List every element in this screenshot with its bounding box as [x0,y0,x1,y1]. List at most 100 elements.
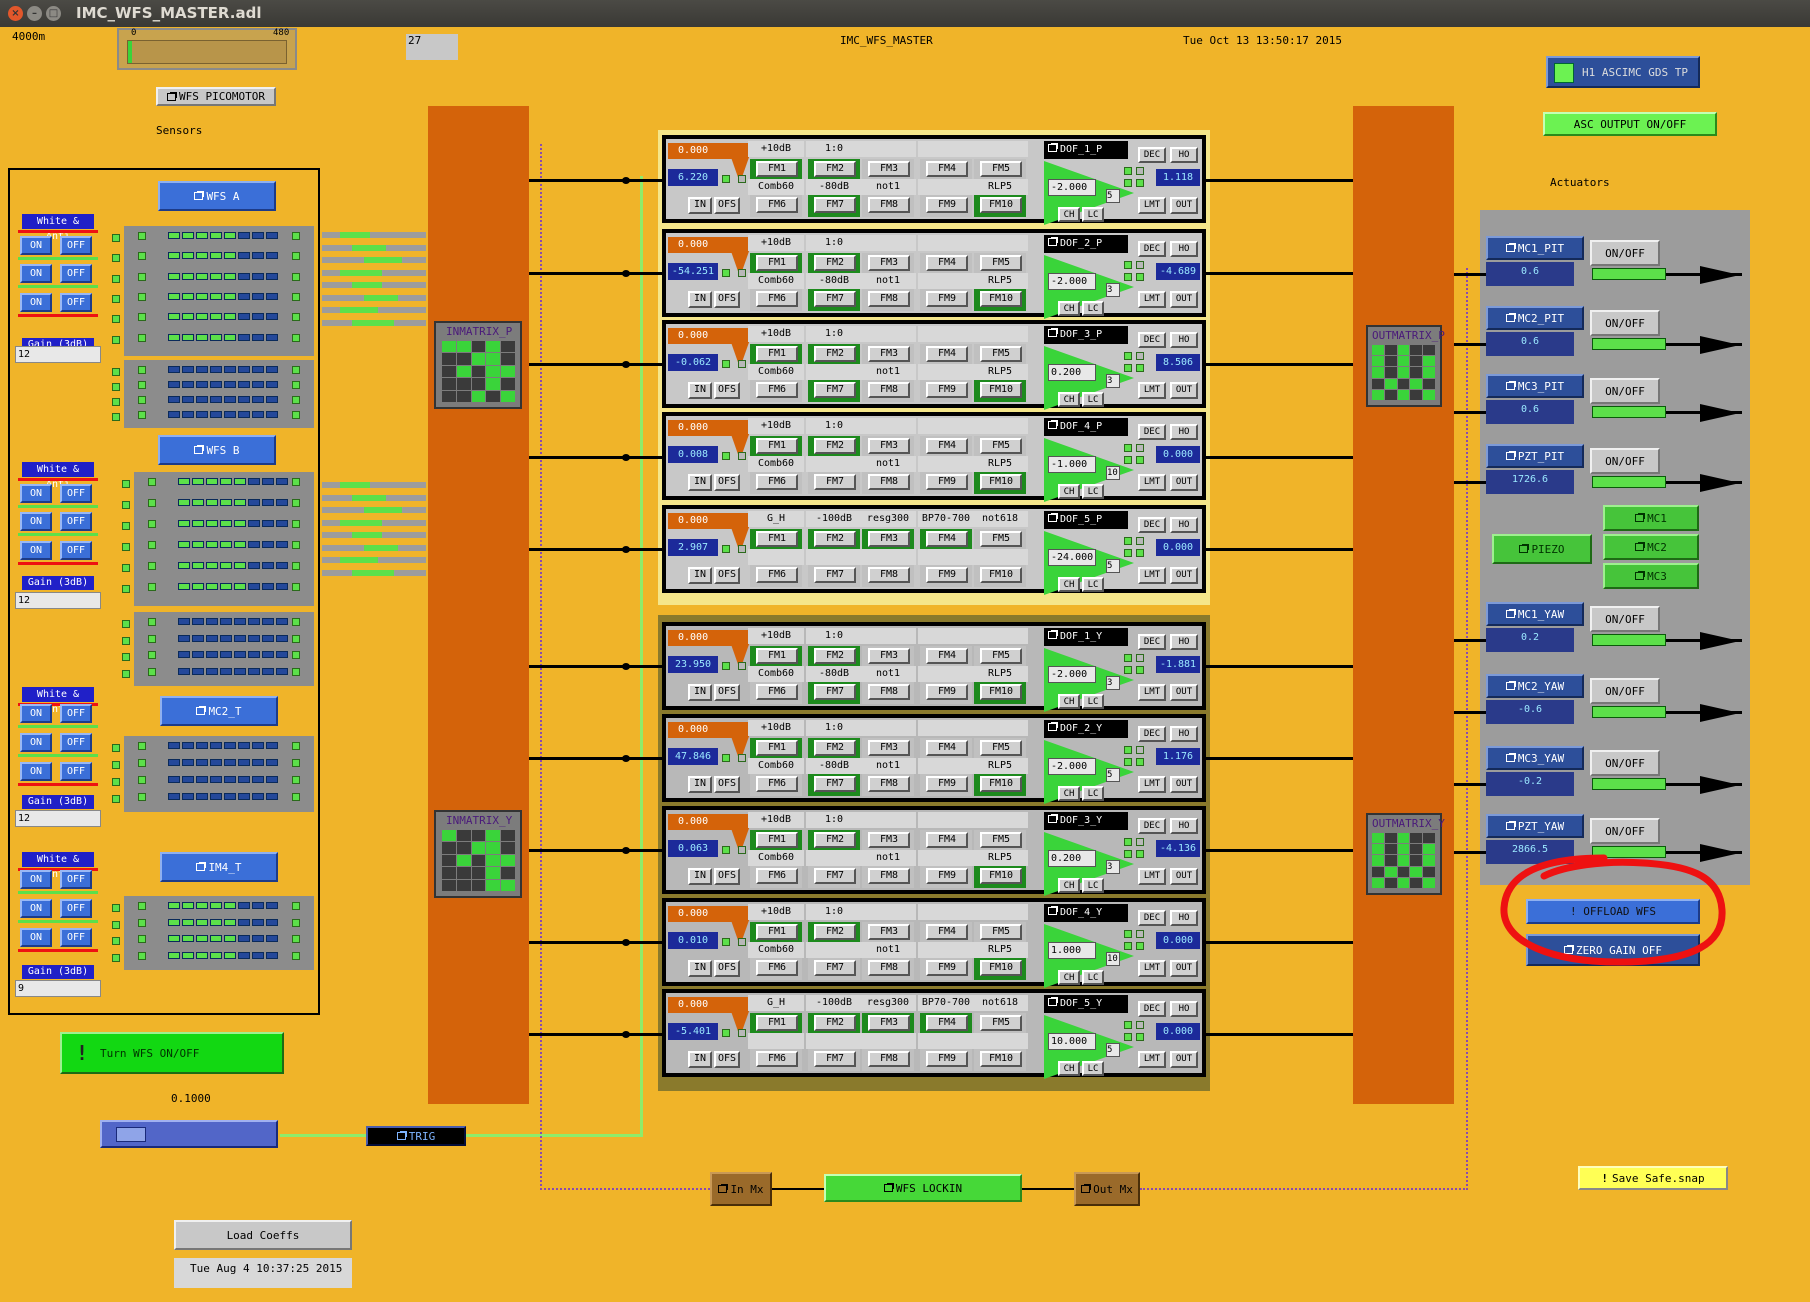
input-switch[interactable]: IN [688,197,712,214]
input-switch[interactable]: IN [688,776,712,793]
fm-3-button[interactable]: FM3 [868,346,910,362]
gain-field[interactable]: 1.000 [1048,942,1096,959]
fm-2-button[interactable]: FM2 [814,832,856,848]
fm-4-button[interactable]: FM4 [926,346,968,362]
lc-button[interactable]: LC [1082,970,1104,985]
fm-3-button[interactable]: FM3 [868,832,910,848]
ch-button[interactable]: CH [1058,786,1080,801]
fm-9-button[interactable]: FM9 [926,291,968,307]
gain-field[interactable]: 12 [15,346,101,363]
dof-name[interactable]: DOF_1_P [1044,141,1128,159]
trig-button[interactable]: TRIG [366,1126,466,1146]
actuator-onoff-button[interactable]: ON/OFF [1590,606,1660,632]
whitening-on-button[interactable]: ON [20,870,52,889]
fm-9-button[interactable]: FM9 [926,474,968,490]
fm-2-button[interactable]: FM2 [814,740,856,756]
whitening-on-button[interactable]: ON [20,928,52,947]
fm-5-button[interactable]: FM5 [980,924,1022,940]
ramp-field[interactable]: 5 [1106,768,1120,782]
ramp-field[interactable]: 5 [1106,1043,1120,1057]
input-switch[interactable]: IN [688,291,712,308]
turn-wfs-onoff-button[interactable]: !Turn WFS ON/OFF [60,1032,284,1074]
mc2-button[interactable]: MC2 [1603,534,1699,560]
gain-field[interactable]: -2.000 [1048,758,1096,775]
wfs-lockin-button[interactable]: WFS LOCKIN [824,1174,1022,1202]
actuator-onoff-button[interactable]: ON/OFF [1590,678,1660,704]
fm-2-button[interactable]: FM2 [814,531,856,547]
lc-button[interactable]: LC [1082,484,1104,499]
fm-7-button[interactable]: FM7 [814,382,856,398]
ch-button[interactable]: CH [1058,1061,1080,1076]
gain-field[interactable]: 12 [15,810,101,827]
save-safe-button[interactable]: !Save Safe.snap [1578,1166,1728,1190]
fm-5-button[interactable]: FM5 [980,1015,1022,1031]
lc-button[interactable]: LC [1082,694,1104,709]
gain-field[interactable]: -24.000 [1048,549,1096,566]
dof-name[interactable]: DOF_3_P [1044,326,1128,344]
ch-button[interactable]: CH [1058,577,1080,592]
in-mx-button[interactable]: In Mx [710,1172,772,1206]
whitening-on-button[interactable]: ON [20,484,52,503]
out-button[interactable]: OUT [1170,776,1198,793]
dof-name[interactable]: DOF_3_Y [1044,812,1128,830]
dec-button[interactable]: DEC [1138,726,1166,742]
ramp-field[interactable]: 3 [1106,283,1120,297]
gain-field[interactable]: 9 [15,980,101,997]
fm-8-button[interactable]: FM8 [868,567,910,583]
ramp-field[interactable]: 3 [1106,676,1120,690]
limit-button[interactable]: LMT [1138,567,1166,584]
whitening-off-button[interactable]: OFF [60,293,92,312]
fm-5-button[interactable]: FM5 [980,740,1022,756]
fm-6-button[interactable]: FM6 [756,960,798,976]
whitening-off-button[interactable]: OFF [60,899,92,918]
ch-button[interactable]: CH [1058,207,1080,222]
fm-4-button[interactable]: FM4 [926,438,968,454]
fm-7-button[interactable]: FM7 [814,197,856,213]
offset-switch[interactable]: OFS [714,960,740,977]
fm-9-button[interactable]: FM9 [926,1051,968,1067]
fm-4-button[interactable]: FM4 [926,1015,968,1031]
ho-button[interactable]: HO [1170,147,1198,163]
whitening-on-button[interactable]: ON [20,236,52,255]
fm-6-button[interactable]: FM6 [756,474,798,490]
fm-9-button[interactable]: FM9 [926,684,968,700]
fm-5-button[interactable]: FM5 [980,531,1022,547]
out-button[interactable]: OUT [1170,1051,1198,1068]
ch-button[interactable]: CH [1058,484,1080,499]
fm-8-button[interactable]: FM8 [868,474,910,490]
sensor-mc2-t-button[interactable]: MC2_T [160,696,278,726]
ho-button[interactable]: HO [1170,818,1198,834]
fm-6-button[interactable]: FM6 [756,291,798,307]
fm-4-button[interactable]: FM4 [926,648,968,664]
offset-switch[interactable]: OFS [714,291,740,308]
fm-7-button[interactable]: FM7 [814,567,856,583]
out-button[interactable]: OUT [1170,567,1198,584]
fm-9-button[interactable]: FM9 [926,868,968,884]
lc-button[interactable]: LC [1082,207,1104,222]
fm-10-button[interactable]: FM10 [980,197,1022,213]
ramp-field[interactable]: 5 [1106,189,1120,203]
whitening-off-button[interactable]: OFF [60,928,92,947]
dec-button[interactable]: DEC [1138,634,1166,650]
whitening-off-button[interactable]: OFF [60,541,92,560]
fm-6-button[interactable]: FM6 [756,1051,798,1067]
fm-4-button[interactable]: FM4 [926,531,968,547]
fm-10-button[interactable]: FM10 [980,960,1022,976]
fm-2-button[interactable]: FM2 [814,438,856,454]
lc-button[interactable]: LC [1082,301,1104,316]
gain-field[interactable]: -2.000 [1048,273,1096,290]
fm-3-button[interactable]: FM3 [868,438,910,454]
fm-5-button[interactable]: FM5 [980,255,1022,271]
input-switch[interactable]: IN [688,382,712,399]
wfs-picomotor-button[interactable]: WFS PICOMOTOR [156,87,276,106]
fm-2-button[interactable]: FM2 [814,255,856,271]
fm-10-button[interactable]: FM10 [980,567,1022,583]
ho-button[interactable]: HO [1170,424,1198,440]
whitening-off-button[interactable]: OFF [60,264,92,283]
input-switch[interactable]: IN [688,474,712,491]
fm-8-button[interactable]: FM8 [868,382,910,398]
gain-field[interactable]: 12 [15,592,101,609]
fm-8-button[interactable]: FM8 [868,868,910,884]
ho-button[interactable]: HO [1170,910,1198,926]
fm-1-button[interactable]: FM1 [756,531,798,547]
